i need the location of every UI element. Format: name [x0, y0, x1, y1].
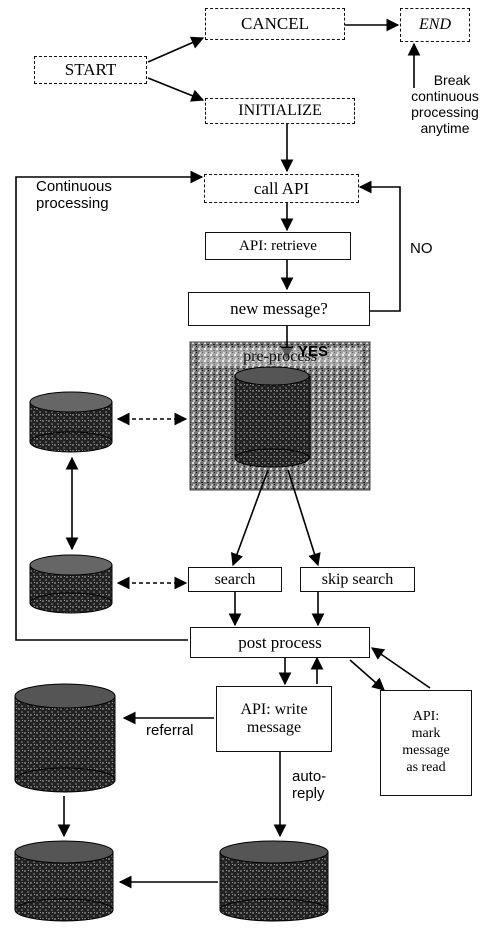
new-message-box: new message? [188, 292, 370, 326]
api-mark-line-2: mark [411, 726, 441, 742]
yes-label: YES [298, 343, 329, 360]
continuous-processing-line-1: Continuous [36, 178, 112, 195]
database-cylinder-mid-left [29, 554, 113, 614]
auto-reply-label: auto- reply [292, 768, 326, 803]
api-mark-line-3: message [402, 743, 450, 758]
break-note: Break continuous processing anytime [402, 72, 488, 136]
break-note-line-3: processing [411, 104, 479, 121]
database-cylinder-bottom-center [219, 840, 329, 922]
start-box: START [34, 56, 147, 84]
auto-reply-line-1: auto- [292, 768, 327, 785]
search-box: search [188, 567, 282, 592]
database-cylinder-bottom-left [14, 840, 114, 922]
call-api-box: call API [204, 174, 359, 203]
api-write-line-2: message [246, 719, 302, 736]
cancel-box: CANCEL [205, 8, 345, 40]
referral-label: referral [146, 722, 194, 739]
database-cylinder-bottom-left-large [14, 683, 116, 793]
break-note-line-2: continuous [411, 88, 479, 105]
api-mark-read-box: API: mark message as read [380, 690, 472, 796]
initialize-box: INITIALIZE [205, 98, 355, 124]
api-mark-line-1: API: [412, 709, 440, 725]
continuous-processing-line-2: processing [36, 195, 109, 213]
api-write-message-box: API: write message [216, 686, 332, 752]
no-label: NO [410, 240, 433, 257]
auto-reply-line-2: reply [292, 785, 325, 803]
break-note-line-1: Break [433, 72, 471, 88]
continuous-processing-label: Continuous processing [36, 178, 112, 213]
break-note-line-4: anytime [420, 120, 470, 137]
inner-cylinder [234, 366, 311, 468]
end-box: END [400, 8, 470, 42]
skip-search-box: skip search [300, 567, 415, 592]
post-process-box: post process [190, 627, 370, 658]
pre-process-label: pre-process [200, 348, 360, 367]
api-retrieve-box: API: retrieve [205, 232, 351, 260]
api-mark-line-4: as read [406, 759, 446, 775]
api-write-line-1: API: write [240, 701, 308, 718]
database-cylinder-top-left [29, 391, 113, 453]
